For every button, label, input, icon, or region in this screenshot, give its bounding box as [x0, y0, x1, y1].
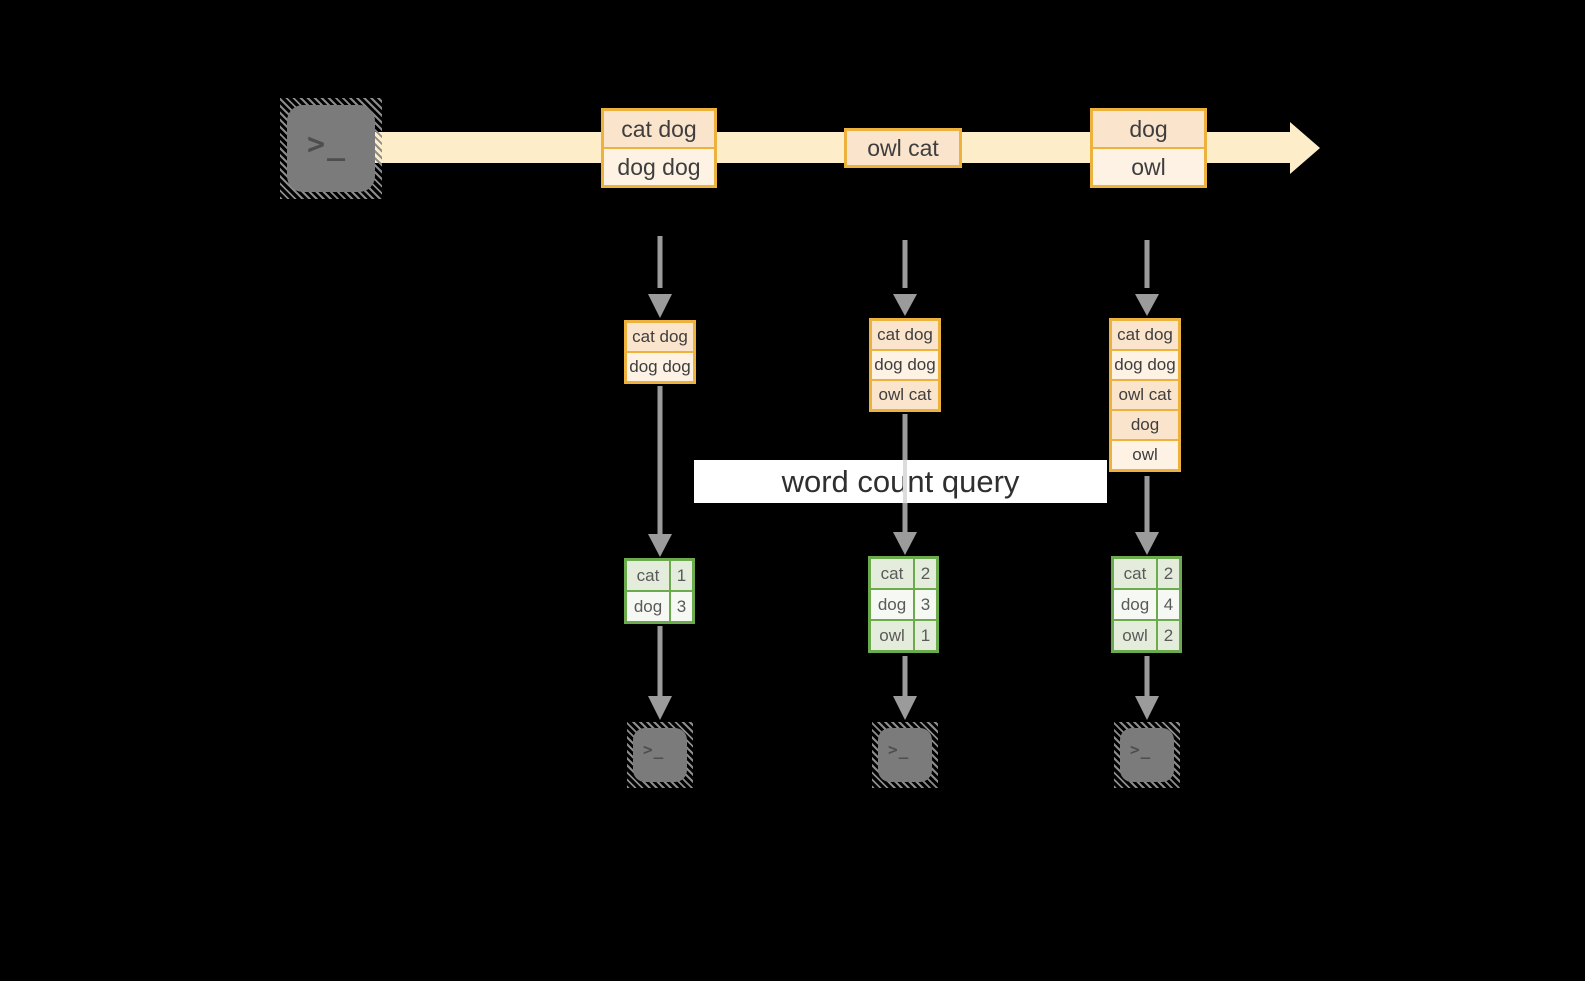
prompt-glyph-icon: >_	[1130, 740, 1152, 759]
word-cell: owl	[1114, 621, 1156, 650]
event-buffer-box-2: cat dog dog dog owl cat	[869, 318, 941, 412]
count-cell: 3	[915, 590, 936, 619]
count-cell: 3	[671, 592, 692, 621]
word-cell: cat	[871, 559, 913, 588]
dashed-arrow-3	[1135, 240, 1159, 316]
dashed-arrow-2	[893, 240, 917, 316]
dashed-arrow-1	[648, 236, 672, 318]
source-terminal-icon: >_	[280, 98, 382, 199]
buffer-cell: cat dog	[627, 323, 693, 351]
buffer-cell: dog dog	[1112, 349, 1178, 379]
stream-event-box-1: cat dog dog dog	[601, 108, 717, 188]
stream-event-cell: cat dog	[604, 111, 714, 147]
buffer-cell: dog dog	[627, 351, 693, 381]
count-cell: 2	[915, 559, 936, 588]
stream-event-cell: dog	[1093, 111, 1204, 147]
stream-event-cell: owl cat	[847, 131, 959, 165]
arrow-through-label	[903, 460, 907, 503]
word-count-table-1: cat 1 dog 3	[624, 558, 695, 624]
word-cell: cat	[627, 561, 669, 590]
buffer-cell: cat dog	[1112, 321, 1178, 349]
consumer-terminal-icon-3: >_	[1114, 722, 1180, 788]
query-label: word count query	[694, 460, 1107, 503]
buffer-cell: dog dog	[872, 349, 938, 379]
output-arrow-3	[1135, 656, 1159, 720]
terminal-screen: >_	[878, 728, 932, 782]
count-cell: 4	[1158, 590, 1179, 619]
consumer-terminal-icon-2: >_	[872, 722, 938, 788]
word-cell: owl	[871, 621, 913, 650]
count-cell: 1	[671, 561, 692, 590]
word-cell: dog	[627, 592, 669, 621]
stream-event-cell: owl	[1093, 147, 1204, 185]
buffer-cell: cat dog	[872, 321, 938, 349]
terminal-screen: >_	[633, 728, 687, 782]
word-cell: cat	[1114, 559, 1156, 588]
count-cell: 2	[1158, 621, 1179, 650]
buffer-cell: owl cat	[1112, 379, 1178, 409]
word-count-table-3: cat 2 dog 4 owl 2	[1111, 556, 1182, 653]
consumer-terminal-icon-1: >_	[627, 722, 693, 788]
count-cell: 2	[1158, 559, 1179, 588]
terminal-screen: >_	[287, 105, 375, 192]
prompt-glyph-icon: >_	[643, 740, 665, 759]
word-count-table-2: cat 2 dog 3 owl 1	[868, 556, 939, 653]
stream-event-box-2: owl cat	[844, 128, 962, 168]
buffer-cell: dog	[1112, 409, 1178, 439]
stream-event-cell: dog dog	[604, 147, 714, 185]
output-arrow-2	[893, 656, 917, 720]
stream-arrowhead-icon	[1290, 122, 1320, 174]
event-buffer-box-1: cat dog dog dog	[624, 320, 696, 384]
count-cell: 1	[915, 621, 936, 650]
query-arrow-1	[648, 386, 672, 557]
buffer-cell: owl	[1112, 439, 1178, 469]
terminal-screen: >_	[1120, 728, 1174, 782]
event-buffer-box-3: cat dog dog dog owl cat dog owl	[1109, 318, 1181, 472]
buffer-cell: owl cat	[872, 379, 938, 409]
query-arrow-3	[1135, 476, 1159, 555]
stream-event-box-3: dog owl	[1090, 108, 1207, 188]
word-cell: dog	[871, 590, 913, 619]
word-cell: dog	[1114, 590, 1156, 619]
output-arrow-1	[648, 626, 672, 720]
prompt-glyph-icon: >_	[307, 127, 348, 162]
prompt-glyph-icon: >_	[888, 740, 910, 759]
